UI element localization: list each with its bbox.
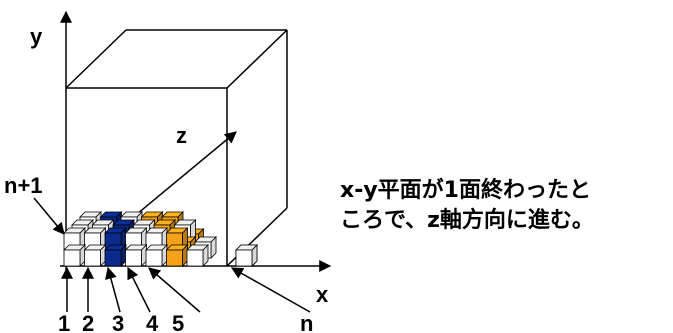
cube-0-0-5 bbox=[165, 244, 189, 267]
voxel-cubes bbox=[63, 211, 258, 267]
bottom-label-2: 2 bbox=[82, 311, 94, 333]
z-axis-label: z bbox=[176, 123, 187, 148]
caption-line-1: x-y平面が1面終わったと bbox=[340, 178, 591, 203]
bottom-pointer-arrows bbox=[61, 266, 311, 313]
n-plus-1-arrow bbox=[33, 197, 65, 235]
cube-n-front bbox=[235, 244, 258, 267]
x-axis-label: x bbox=[316, 282, 329, 307]
cube-0-0-1 bbox=[83, 244, 107, 267]
bottom-label-n: n bbox=[300, 311, 313, 333]
bottom-label-4: 4 bbox=[146, 311, 159, 333]
bottom-label-3: 3 bbox=[112, 311, 124, 333]
cube-0-0-4 bbox=[145, 244, 168, 267]
cube-0-0-0 bbox=[63, 244, 86, 267]
cube-0-0-6 bbox=[186, 244, 209, 267]
n-plus-1-label: n+1 bbox=[4, 173, 43, 198]
y-axis-label: y bbox=[30, 24, 43, 49]
caption: x-y平面が1面終わったと ころで、z軸方向に進む。 bbox=[340, 176, 670, 236]
caption-line-2: ころで、z軸方向に進む。 bbox=[340, 208, 594, 233]
cube-0-0-3 bbox=[124, 244, 148, 267]
bottom-label-5: 5 bbox=[172, 311, 184, 333]
cube-0-0-2 bbox=[104, 244, 127, 267]
bottom-label-1: 1 bbox=[58, 311, 70, 333]
